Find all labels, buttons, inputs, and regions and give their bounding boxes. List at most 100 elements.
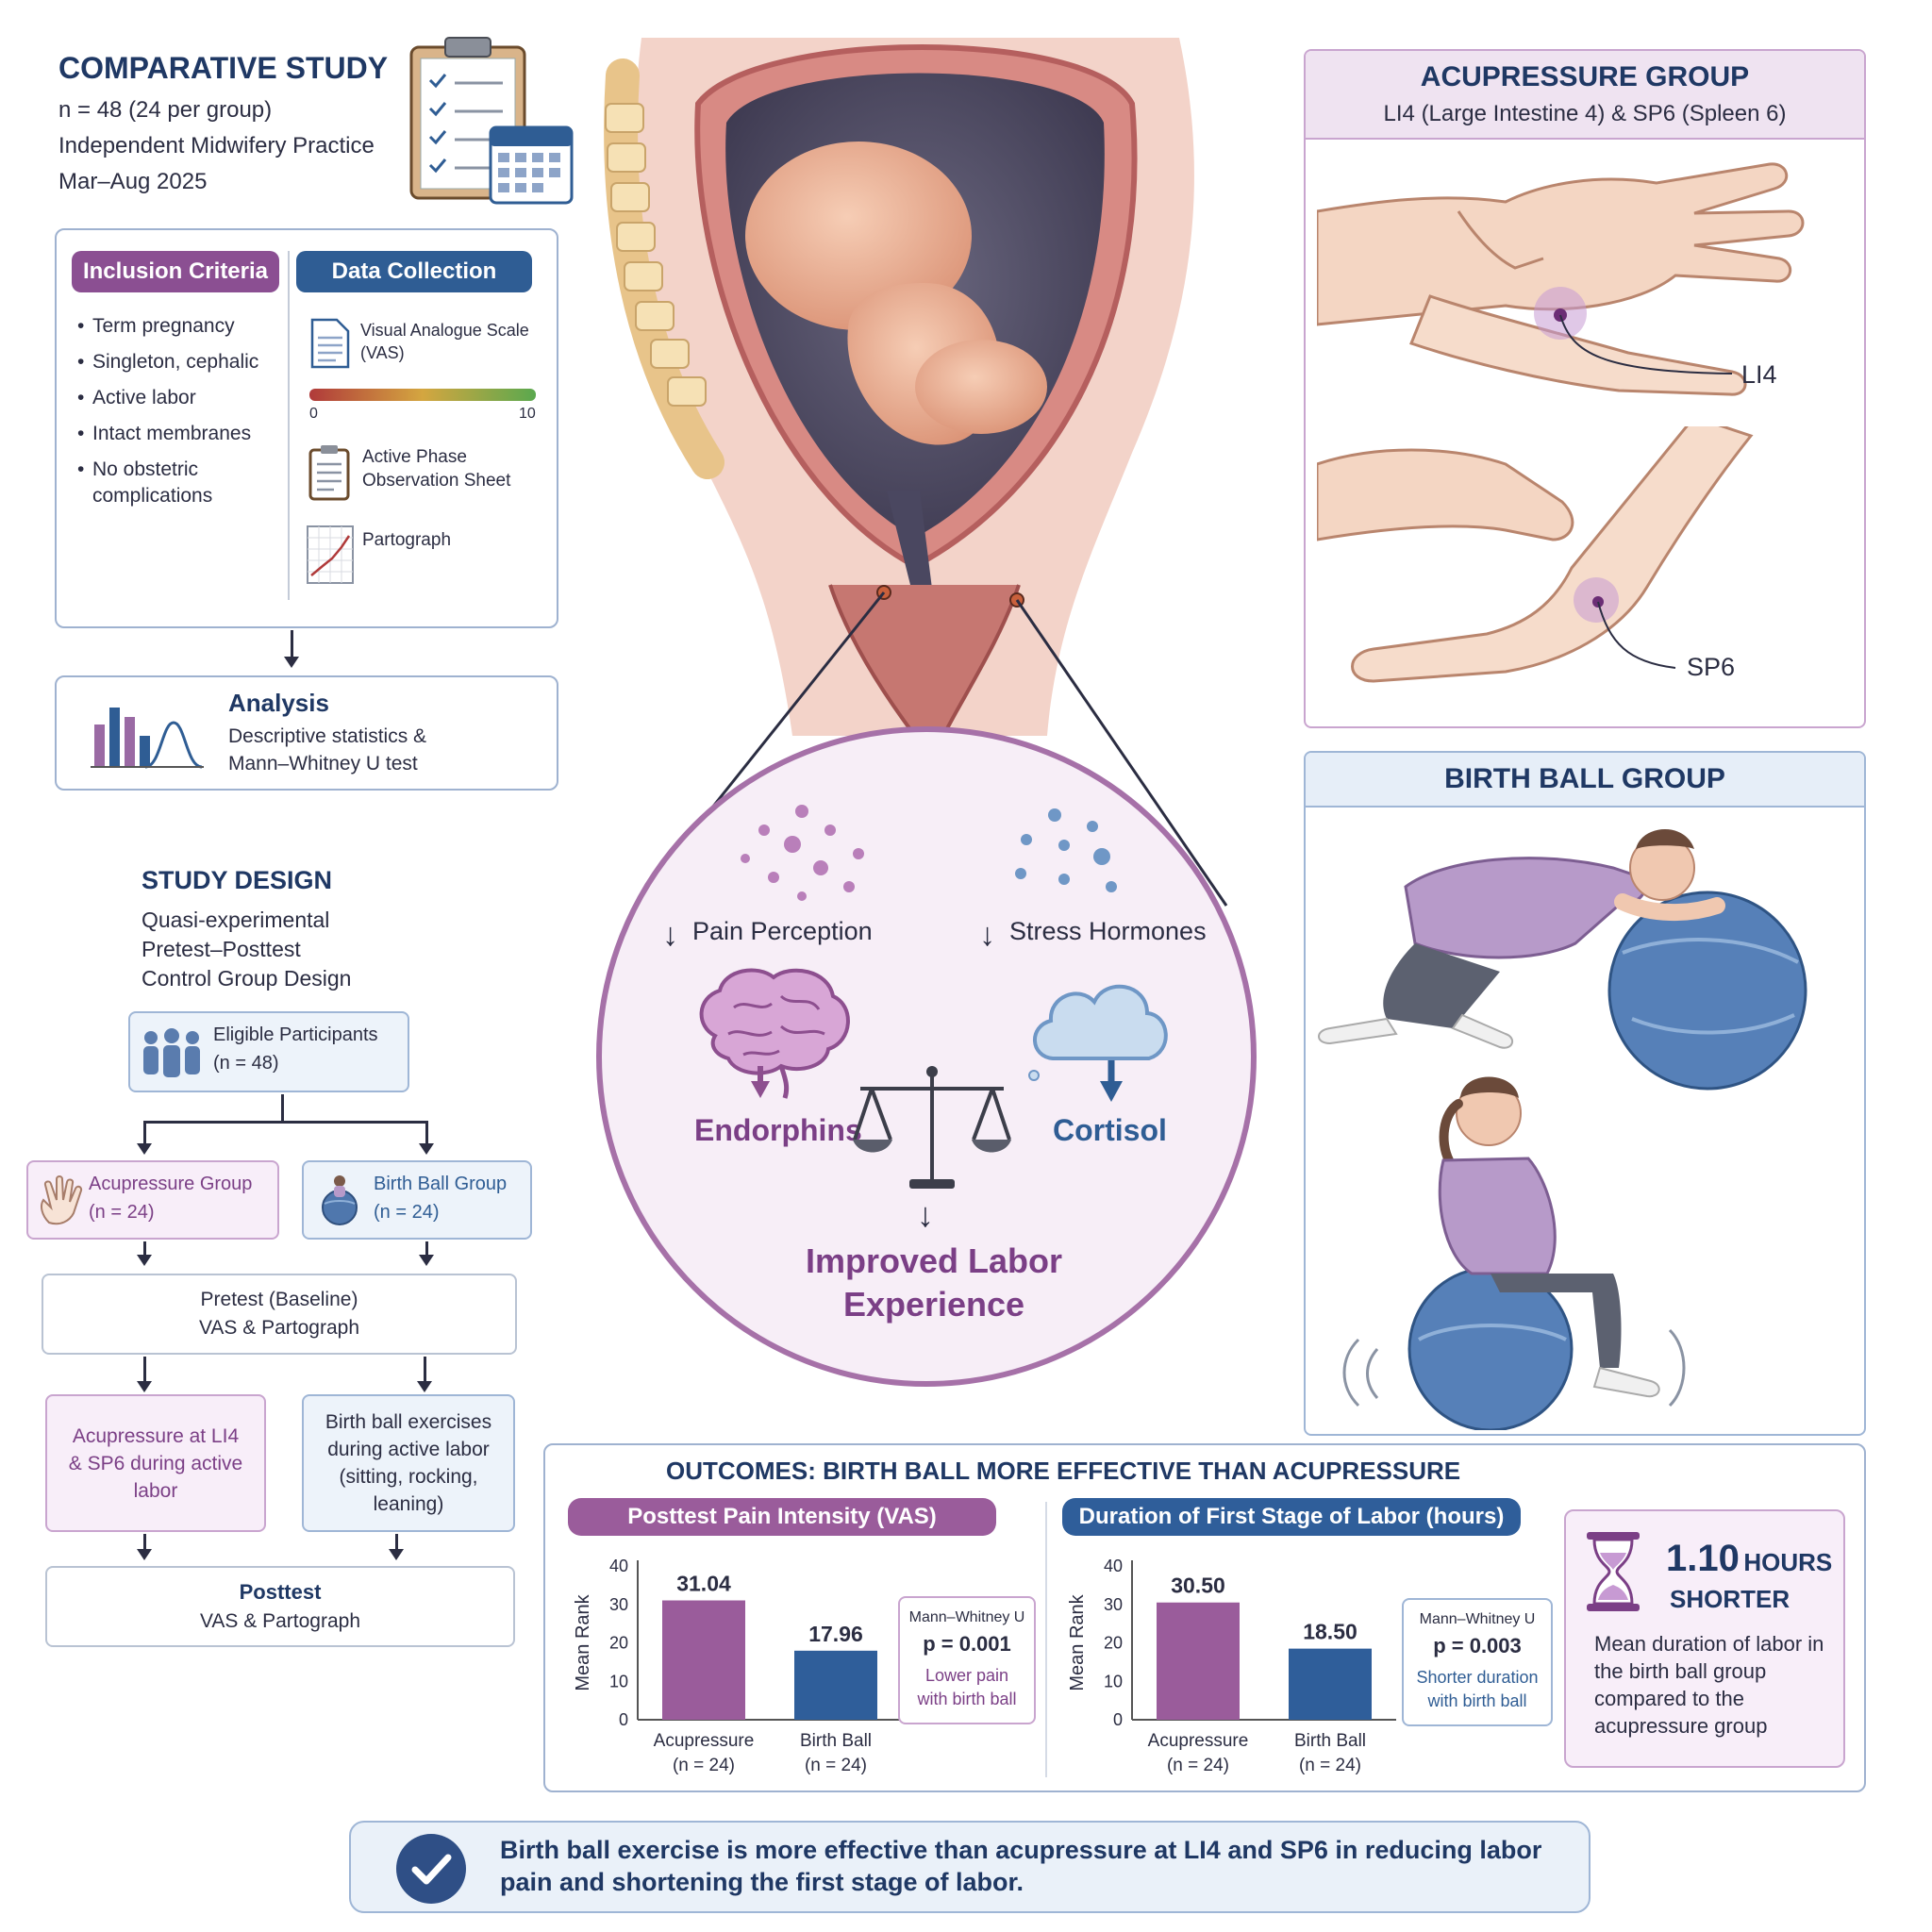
design-line-3: Control Group Design xyxy=(142,966,352,991)
connector xyxy=(395,1534,398,1551)
study-period: Mar–Aug 2025 xyxy=(58,169,208,194)
hand-acupressure-illustration xyxy=(1317,162,1805,396)
sp6-point-label: SP6 xyxy=(1687,653,1736,681)
acupressure-panel-subtitle: LI4 (Large Intestine 4) & SP6 (Spleen 6) xyxy=(1383,101,1787,126)
cortisol-label: Cortisol xyxy=(1053,1113,1167,1147)
clipboard-calendar-icon xyxy=(409,37,574,205)
charts-divider xyxy=(1045,1502,1047,1777)
inclusion-criteria-header: Inclusion Criteria xyxy=(72,251,279,292)
hand-icon xyxy=(41,1175,83,1225)
connector xyxy=(143,1241,146,1257)
arrow-down-icon xyxy=(137,1549,152,1560)
bar-value-label: 17.96 xyxy=(808,1622,863,1646)
acupressure-intervention-text: Acupressure at LI4 & SP6 during active l… xyxy=(68,1424,243,1502)
bar-chart-bell-curve-icon xyxy=(91,708,204,769)
li4-point-label: LI4 xyxy=(1741,360,1777,389)
stress-down-arrow-icon: ↓ xyxy=(979,917,995,953)
fetus-in-uterus-illustration xyxy=(604,38,1194,736)
hours-unit: HOURS xyxy=(1743,1548,1833,1576)
category-sub-label: (n = 24) xyxy=(805,1756,867,1775)
conclusion-text: Birth ball exercise is more effective th… xyxy=(500,1836,1542,1896)
posttest-box: Posttest VAS & Partograph xyxy=(45,1566,515,1647)
duration-p-value: p = 0.003 xyxy=(1433,1634,1522,1657)
arrow-down-icon xyxy=(137,1255,152,1266)
pain-test-name: Mann–Whitney U xyxy=(908,1609,1025,1625)
birth-ball-group-n: (n = 24) xyxy=(374,1202,440,1223)
arrow-down-icon xyxy=(284,657,299,668)
connector xyxy=(424,1357,426,1383)
y-tick-label: 30 xyxy=(1104,1595,1123,1614)
partograph-label: Partograph xyxy=(362,530,452,550)
arrow-down-icon xyxy=(417,1381,432,1392)
dots-stress-decor xyxy=(1015,808,1117,892)
arrow-down-icon xyxy=(419,1143,434,1155)
connector xyxy=(291,630,293,658)
birth-ball-panel-title: BIRTH BALL GROUP xyxy=(1444,763,1725,794)
balance-scale-icon xyxy=(853,1066,1011,1189)
acupressure-group-label: Acupressure Group xyxy=(89,1174,253,1194)
acupressure-panel-title: ACUPRESSURE GROUP xyxy=(1420,61,1750,92)
people-group-icon xyxy=(143,1028,200,1077)
y-tick-label: 0 xyxy=(1113,1710,1123,1729)
bar xyxy=(1157,1602,1240,1720)
bar-value-label: 31.04 xyxy=(676,1572,731,1596)
birth-ball-icon xyxy=(322,1175,358,1225)
connector xyxy=(143,1121,428,1124)
pain-stat-box: Mann–Whitney U p = 0.001 Lower pain with… xyxy=(898,1596,1036,1724)
bar xyxy=(794,1650,877,1720)
eligible-label: Eligible Participants xyxy=(213,1024,378,1045)
birth-ball-group-label: Birth Ball Group xyxy=(374,1174,508,1194)
sitting-on-ball-illustration xyxy=(1342,1076,1686,1430)
acupressure-intervention-box: Acupressure at LI4 & SP6 during active l… xyxy=(45,1394,266,1532)
hourglass-icon xyxy=(1587,1532,1640,1611)
connector xyxy=(281,1094,284,1123)
design-line-2: Pretest–Posttest xyxy=(142,937,301,961)
category-label: Acupressure xyxy=(1148,1731,1249,1751)
analysis-panel xyxy=(55,675,558,791)
hours-value-line: 1.10 HOURS xyxy=(1666,1538,1832,1580)
pain-down-arrow-icon: ↓ xyxy=(662,917,678,953)
pretest-box: Pretest (Baseline) VAS & Partograph xyxy=(42,1274,517,1355)
birth-ball-panel-header: BIRTH BALL GROUP xyxy=(1306,753,1864,808)
birth-ball-intervention-box: Birth ball exercises during active labor… xyxy=(302,1394,515,1532)
y-axis-label: Mean Rank xyxy=(1067,1593,1088,1690)
arrow-down-icon xyxy=(389,1549,404,1560)
stress-hormones-label: Stress Hormones xyxy=(1009,917,1207,945)
eligible-n: (n = 48) xyxy=(213,1053,279,1074)
result-line-2: Experience xyxy=(842,1285,1025,1324)
observation-sheet-icon xyxy=(308,445,350,501)
posttest-label: Posttest xyxy=(239,1580,322,1604)
analysis-title: Analysis xyxy=(228,689,329,717)
category-label: Acupressure xyxy=(654,1731,755,1751)
criteria-item: Term pregnancy xyxy=(75,313,278,340)
y-tick-label: 40 xyxy=(609,1557,628,1575)
document-icon xyxy=(310,318,350,369)
y-tick-label: 10 xyxy=(1104,1672,1123,1690)
conclusion-banner xyxy=(349,1821,1591,1913)
inclusion-criteria-list: Term pregnancy Singleton, cephalic Activ… xyxy=(75,313,278,523)
checkmark-icon xyxy=(396,1834,466,1904)
acupressure-panel-header: ACUPRESSURE GROUP LI4 (Large Intestine 4… xyxy=(1306,51,1864,140)
criteria-item: Intact membranes xyxy=(75,421,278,447)
bar xyxy=(662,1600,745,1720)
study-title: COMPARATIVE STUDY xyxy=(58,51,389,85)
study-setting: Independent Midwifery Practice xyxy=(58,133,375,158)
bar-value-label: 18.50 xyxy=(1303,1620,1357,1644)
birth-ball-intervention-text: Birth ball exercises during active labor… xyxy=(325,1411,492,1515)
vas-scale-bar xyxy=(309,389,536,401)
y-tick-label: 0 xyxy=(619,1710,628,1729)
hours-shorter-text: Mean duration of labor in the birth ball… xyxy=(1594,1632,1824,1738)
leaning-on-ball-illustration xyxy=(1318,828,1807,1091)
analysis-text: Descriptive statistics & Mann–Whitney U … xyxy=(228,725,427,774)
arrow-down-icon xyxy=(137,1143,152,1155)
pretest-sub: VAS & Partograph xyxy=(198,1317,360,1339)
design-title: STUDY DESIGN xyxy=(142,866,333,894)
y-tick-label: 40 xyxy=(1104,1557,1123,1575)
hours-shorter-word: SHORTER xyxy=(1670,1585,1790,1613)
bar-value-label: 30.50 xyxy=(1171,1574,1225,1598)
arrow-down-icon xyxy=(137,1381,152,1392)
connector xyxy=(425,1121,428,1145)
duration-test-name: Mann–Whitney U xyxy=(1419,1611,1536,1627)
cloud-icon xyxy=(1028,984,1168,1102)
hours-value: 1.10 xyxy=(1666,1538,1740,1579)
